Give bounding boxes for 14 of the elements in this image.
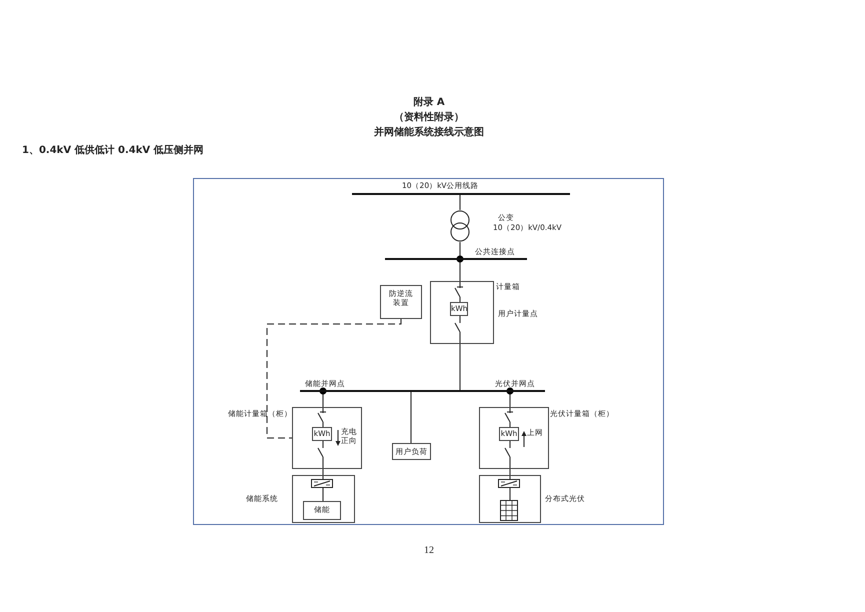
diagram-title: 并网储能系统接线示意图 <box>374 127 484 139</box>
wire <box>322 392 324 428</box>
wire <box>410 392 412 444</box>
battery-box <box>303 501 341 520</box>
wire <box>322 488 324 502</box>
load-box <box>392 443 431 460</box>
heading-text: 1、0.4kV 低供低计 0.4kV 低压侧并网 <box>22 145 204 157</box>
wire <box>322 440 324 480</box>
heading-text: 附录 A <box>413 97 445 109</box>
device-box <box>380 285 422 319</box>
control-line <box>266 318 402 438</box>
kwh-meter <box>450 302 468 316</box>
page-number: 12 <box>424 545 434 557</box>
heading-text: （资料性附录） <box>394 112 464 124</box>
